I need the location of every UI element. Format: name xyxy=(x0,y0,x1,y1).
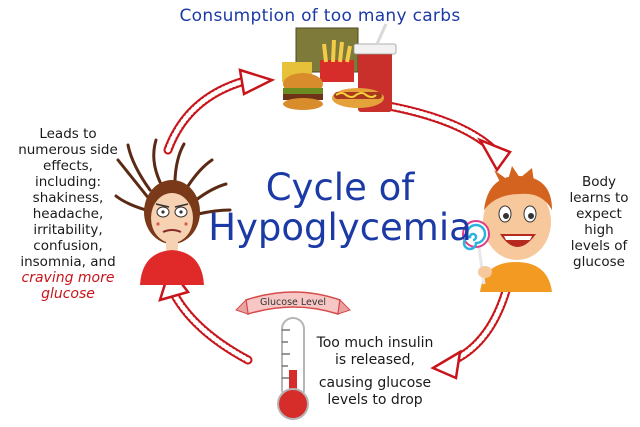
right-text-line: levels of xyxy=(570,238,628,254)
thermometer-label: Glucose Level xyxy=(260,297,326,308)
bottom-text-line: is released, xyxy=(334,352,416,368)
bottom-text-line: levels to drop xyxy=(327,392,423,408)
right-text-line: Body xyxy=(581,174,617,190)
arrow-top-right xyxy=(373,99,512,173)
left-text-line: insomnia, and xyxy=(20,254,116,270)
right-text-line: glucose xyxy=(573,254,625,270)
bottom-text-block: Too much insulin is released, causing gl… xyxy=(300,335,450,409)
title-line-2: Hypoglycemia xyxy=(208,206,472,249)
left-text-line: confusion, xyxy=(33,238,103,254)
left-emphasis-line: glucose xyxy=(41,286,95,302)
boy-with-lollipop-icon xyxy=(462,166,552,292)
bottom-text-line: Too much insulin xyxy=(316,335,434,351)
fast-food-icon xyxy=(282,23,397,112)
left-text-line: irritability, xyxy=(33,222,103,238)
bottom-text-line: causing glucose xyxy=(318,375,432,391)
center-title: Cycle of Hypoglycemia xyxy=(190,168,490,248)
right-text-line: high xyxy=(584,222,614,238)
stressed-woman-icon xyxy=(114,138,232,285)
top-caption: Consumption of too many carbs xyxy=(179,6,461,26)
arrow-bottom-right xyxy=(430,279,513,380)
left-text-line: headache, xyxy=(32,206,104,222)
left-emphasis-line: craving more xyxy=(21,270,115,286)
right-text-line: learns to xyxy=(569,190,629,206)
left-text-line: including: xyxy=(34,174,102,190)
left-text-line: shakiness, xyxy=(32,190,104,206)
left-text-block: Leads to numerous side effects, includin… xyxy=(2,126,134,302)
thermometer-icon xyxy=(235,291,351,420)
right-text-block: Body learns to expect high levels of glu… xyxy=(558,174,640,270)
left-text-line: numerous side xyxy=(18,142,118,158)
right-text-line: expect xyxy=(576,206,622,222)
left-text-line: Leads to xyxy=(39,126,97,142)
title-line-1: Cycle of xyxy=(265,166,415,209)
arrow-top-left xyxy=(163,68,276,155)
left-text-line: effects, xyxy=(43,158,93,174)
